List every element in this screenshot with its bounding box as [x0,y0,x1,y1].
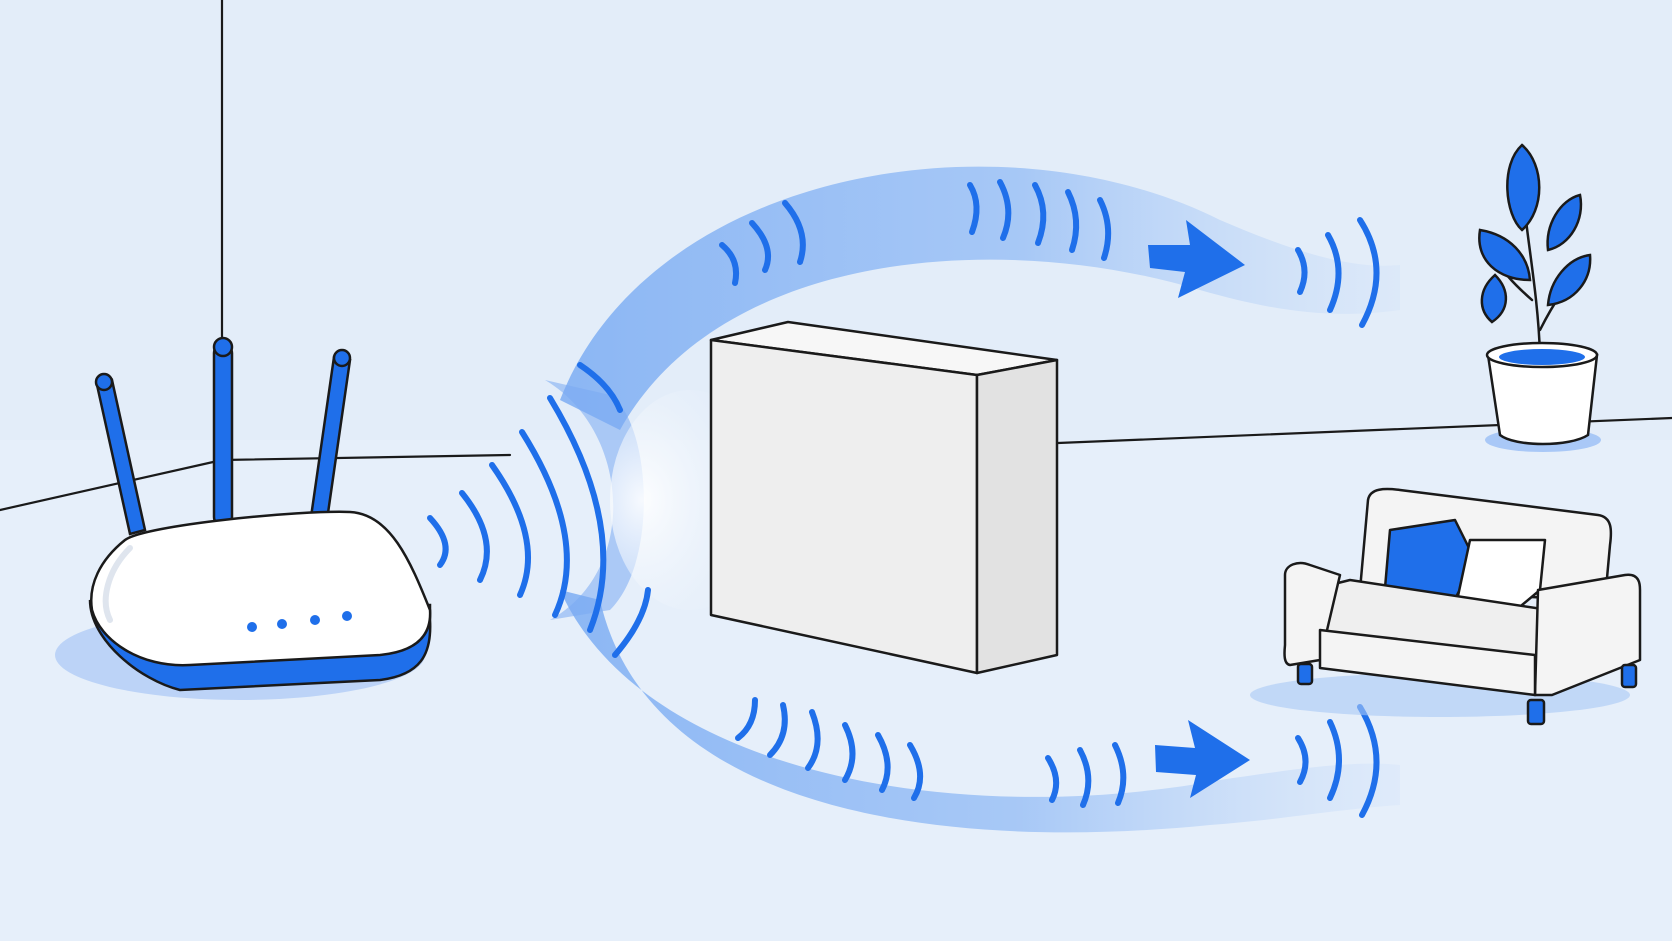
floor-left-line [0,458,224,512]
wave-arc-6 [577,362,623,413]
signal-band-source [545,380,644,620]
router-highlight [102,545,133,623]
antenna-right-tip [332,348,352,368]
router [55,336,432,700]
floor-back-line-left [220,453,512,462]
router-waves [427,362,651,658]
sofa-leg-back-right [1620,663,1638,689]
wave-arc-5 [547,395,607,633]
wave-bot-1 [735,697,758,741]
plant-leaf-right [1546,253,1592,307]
wave-arc-2 [459,490,490,583]
wave-top-4 [967,182,980,235]
block-side [975,358,1059,675]
bottom-path-waves [735,697,1380,818]
plant-leaf-top [1506,143,1541,232]
sofa-leg-left [1296,662,1314,686]
wave-top-5 [997,179,1012,241]
wave-bot-12 [1357,704,1380,818]
status-light-4 [342,611,352,621]
wave-bot-8 [1077,747,1092,808]
wave-bot-11 [1327,719,1342,801]
arrow-top-icon [1148,220,1245,298]
wave-top-10 [1325,232,1342,313]
wave-top-8 [1097,197,1112,261]
arrow-bottom-icon [1155,720,1250,798]
router-antennas [94,336,352,536]
wave-bot-6 [907,742,923,801]
wave-arc-1 [427,515,449,568]
status-light-2 [277,619,287,629]
router-body [90,510,432,667]
wave-top-2 [749,220,771,273]
router-status-lights [247,611,352,632]
sofa [1250,487,1642,726]
antenna-left-tip [94,372,114,392]
obstacle-block [709,320,1059,675]
wave-top-6 [1032,182,1047,246]
plant-leaf-lower-left [1480,273,1508,324]
wave-top-9 [1295,247,1308,295]
block-front [709,338,979,675]
wave-bot-3 [805,709,821,771]
potted-plant [1478,143,1601,452]
sofa-front [1318,628,1537,697]
status-light-1 [247,622,257,632]
wave-bot-9 [1112,742,1127,806]
wave-arc-7 [612,587,651,658]
plant-soil [1499,349,1585,365]
wave-arc-3 [489,462,531,598]
wave-bot-4 [842,722,856,783]
plant-pot [1486,353,1599,446]
wave-top-3 [782,200,806,265]
sofa-arm-right [1533,573,1642,697]
wave-bot-2 [767,702,788,758]
status-light-3 [310,615,320,625]
top-path-waves [719,179,1380,328]
wave-bot-10 [1295,735,1309,785]
wave-bot-5 [875,732,891,793]
signal-band-bottom [560,590,1400,833]
sofa-leg-front-right [1526,698,1546,726]
antenna-center [212,343,234,527]
plant-leaf-upper-right [1546,193,1583,252]
wave-arc-4 [519,429,570,618]
wave-top-1 [719,242,740,286]
wave-top-11 [1357,217,1380,328]
plant-leaf-left [1478,228,1532,282]
wave-top-7 [1065,189,1080,253]
antenna-center-tip [212,336,234,358]
wave-bot-7 [1045,755,1060,803]
